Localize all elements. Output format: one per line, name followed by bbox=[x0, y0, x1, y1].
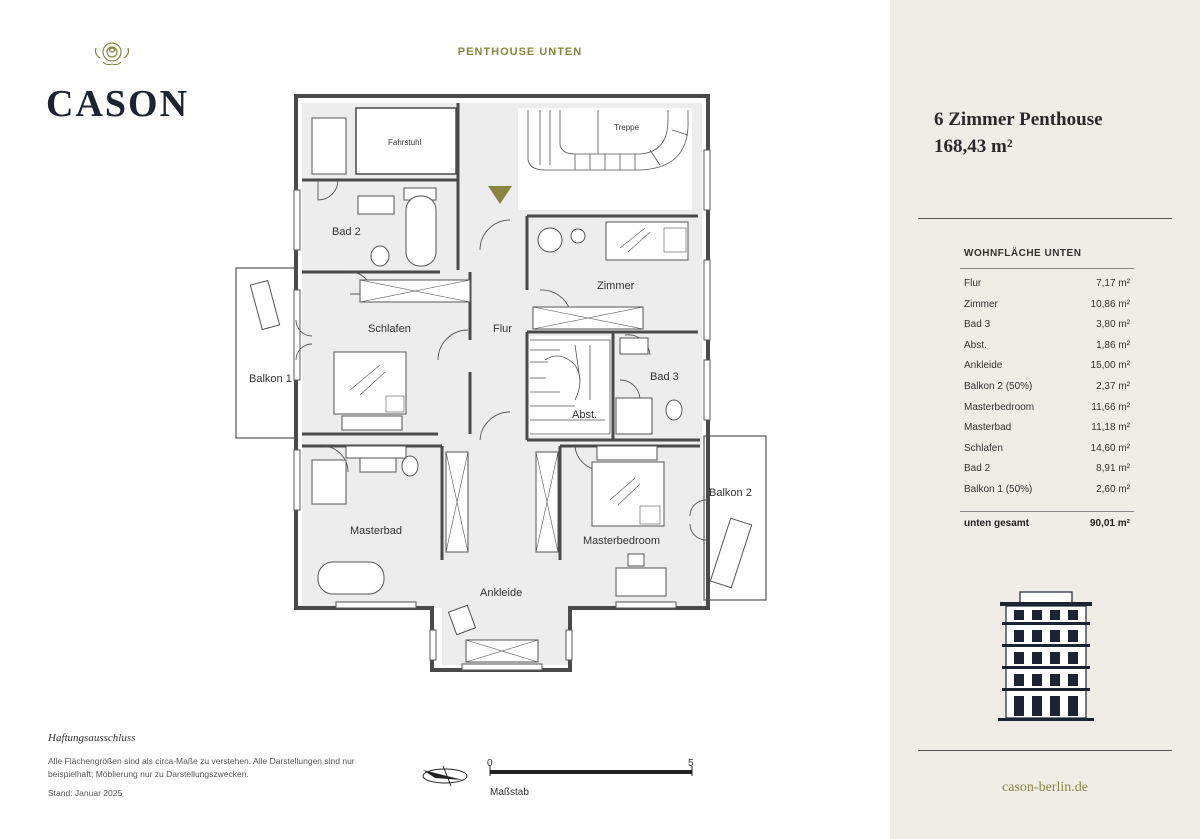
area-total-row: unten gesamt 90,01 m² bbox=[964, 518, 1130, 529]
summary-panel: 6 Zimmer Penthouse 168,43 m² WOHNFLÄCHE … bbox=[890, 0, 1200, 839]
label-masterbedroom: Masterbedroom bbox=[583, 535, 660, 547]
area-row-value: 3,80 m² bbox=[1096, 319, 1130, 331]
area-row-label: Masterbad bbox=[964, 422, 1012, 434]
label-balkon-1: Balkon 1 bbox=[249, 373, 292, 385]
area-table-title: WOHNFLÄCHE UNTEN bbox=[964, 248, 1082, 259]
area-row-label: Schlafen bbox=[964, 442, 1003, 454]
elevator-box bbox=[355, 107, 457, 175]
area-row-label: Flur bbox=[964, 278, 982, 289]
area-row-label: Zimmer bbox=[964, 298, 998, 310]
disclaimer-text: Alle Flächengrößen sind als circa-Maße z… bbox=[48, 756, 355, 779]
area-table-row: Schlafen 14,60 m² bbox=[964, 443, 1130, 464]
area-row-label: Bad 2 bbox=[964, 463, 991, 475]
brand-wordmark: CASON bbox=[46, 83, 190, 125]
area-table-row: Zimmer 10,86 m² bbox=[964, 299, 1130, 320]
entrance-marker-icon bbox=[488, 186, 512, 204]
area-table-row: Masterbedroom 11,66 m² bbox=[964, 402, 1130, 423]
apartment-type: 6 Zimmer Penthouse bbox=[934, 109, 1103, 130]
area-row-label: Masterbedroom bbox=[964, 401, 1035, 413]
disclaimer-date: Stand: Januar 2025 bbox=[48, 788, 123, 798]
disclaimer-title: Haftungsausschluss bbox=[48, 732, 136, 744]
label-zimmer: Zimmer bbox=[597, 280, 635, 292]
area-table-row: Balkon 2 (50%) 2,37 m² bbox=[964, 381, 1130, 402]
scale-end: 5 bbox=[688, 758, 694, 769]
table-total-divider bbox=[960, 511, 1134, 512]
floor-plan: Fahrstuhl Treppe Bad 2 Zimmer Schlafen F… bbox=[235, 94, 767, 798]
scale-bar bbox=[489, 766, 693, 776]
north-arrow-icon bbox=[422, 765, 468, 787]
balcony-loungers bbox=[249, 279, 753, 589]
area-table-row: Masterbad 11,18 m² bbox=[964, 422, 1130, 443]
label-ankleide: Ankleide bbox=[480, 587, 522, 599]
label-treppe: Treppe bbox=[614, 123, 640, 132]
area-row-label: Bad 3 bbox=[964, 319, 991, 331]
label-balkon-2: Balkon 2 bbox=[709, 487, 752, 499]
area-row-value: 8,91 m² bbox=[1096, 463, 1130, 475]
area-table-row: Bad 3 3,80 m² bbox=[964, 319, 1130, 340]
table-header-divider bbox=[960, 268, 1134, 269]
apartment-size: 168,43 m² bbox=[934, 136, 1013, 157]
plan-title: PENTHOUSE UNTEN bbox=[457, 46, 583, 58]
staircase-lower bbox=[530, 339, 611, 435]
area-row-value: 10,86 m² bbox=[1090, 298, 1130, 310]
label-bad-3: Bad 3 bbox=[650, 371, 679, 383]
furniture bbox=[341, 227, 667, 636]
area-row-label: Ankleide bbox=[964, 360, 1003, 372]
area-row-value: 1,86 m² bbox=[1096, 339, 1130, 351]
area-row-value: 2,60 m² bbox=[1096, 483, 1130, 495]
area-row-value: 15,00 m² bbox=[1090, 360, 1130, 372]
area-row-label: Balkon 2 (50%) bbox=[964, 380, 1033, 392]
area-total-value: 90,01 m² bbox=[1089, 518, 1130, 529]
area-row-value: 11,18 m² bbox=[1091, 422, 1130, 434]
area-row-value: 7,17 m² bbox=[1096, 278, 1130, 289]
rose-logo-icon bbox=[94, 42, 130, 66]
area-table-row: Abst. 1,86 m² bbox=[964, 340, 1130, 361]
area-row-value: 2,37 m² bbox=[1096, 380, 1130, 392]
scale-start: 0 bbox=[487, 758, 493, 769]
area-row-label: Abst. bbox=[964, 339, 987, 351]
area-total-label: unten gesamt bbox=[964, 518, 1030, 529]
website-url: cason-berlin.de bbox=[1002, 780, 1088, 795]
area-row-value: 11,66 m² bbox=[1091, 401, 1130, 413]
apartment-title: 6 Zimmer Penthouse 168,43 m² bbox=[934, 106, 1103, 160]
area-row-value: 14,60 m² bbox=[1090, 442, 1130, 454]
label-schlafen: Schlafen bbox=[368, 323, 411, 335]
area-table-row: Flur 7,17 m² bbox=[964, 278, 1130, 299]
label-bad-2: Bad 2 bbox=[332, 226, 361, 238]
bathroom-fixtures bbox=[311, 117, 683, 595]
label-abst: Abst. bbox=[572, 409, 597, 421]
area-table-row: Ankleide 15,00 m² bbox=[964, 360, 1130, 381]
area-row-label: Balkon 1 (50%) bbox=[964, 483, 1033, 495]
scale-label: Maßstab bbox=[490, 787, 529, 798]
divider-bottom bbox=[918, 750, 1172, 751]
beds bbox=[333, 221, 689, 527]
area-table-row: Balkon 1 (50%) 2,60 m² bbox=[964, 484, 1130, 505]
label-masterbad: Masterbad bbox=[350, 525, 402, 537]
label-fahrstuhl: Fahrstuhl bbox=[388, 138, 422, 147]
divider-top bbox=[918, 218, 1172, 219]
area-table-row: Bad 2 8,91 m² bbox=[964, 463, 1130, 484]
area-table: Flur 7,17 m² Zimmer 10,86 m² Bad 3 3,80 m² Abs… bbox=[964, 278, 1130, 505]
building-illustration bbox=[998, 591, 1094, 721]
staircase-top bbox=[527, 110, 689, 171]
windows bbox=[293, 149, 711, 671]
label-flur: Flur bbox=[493, 323, 512, 335]
